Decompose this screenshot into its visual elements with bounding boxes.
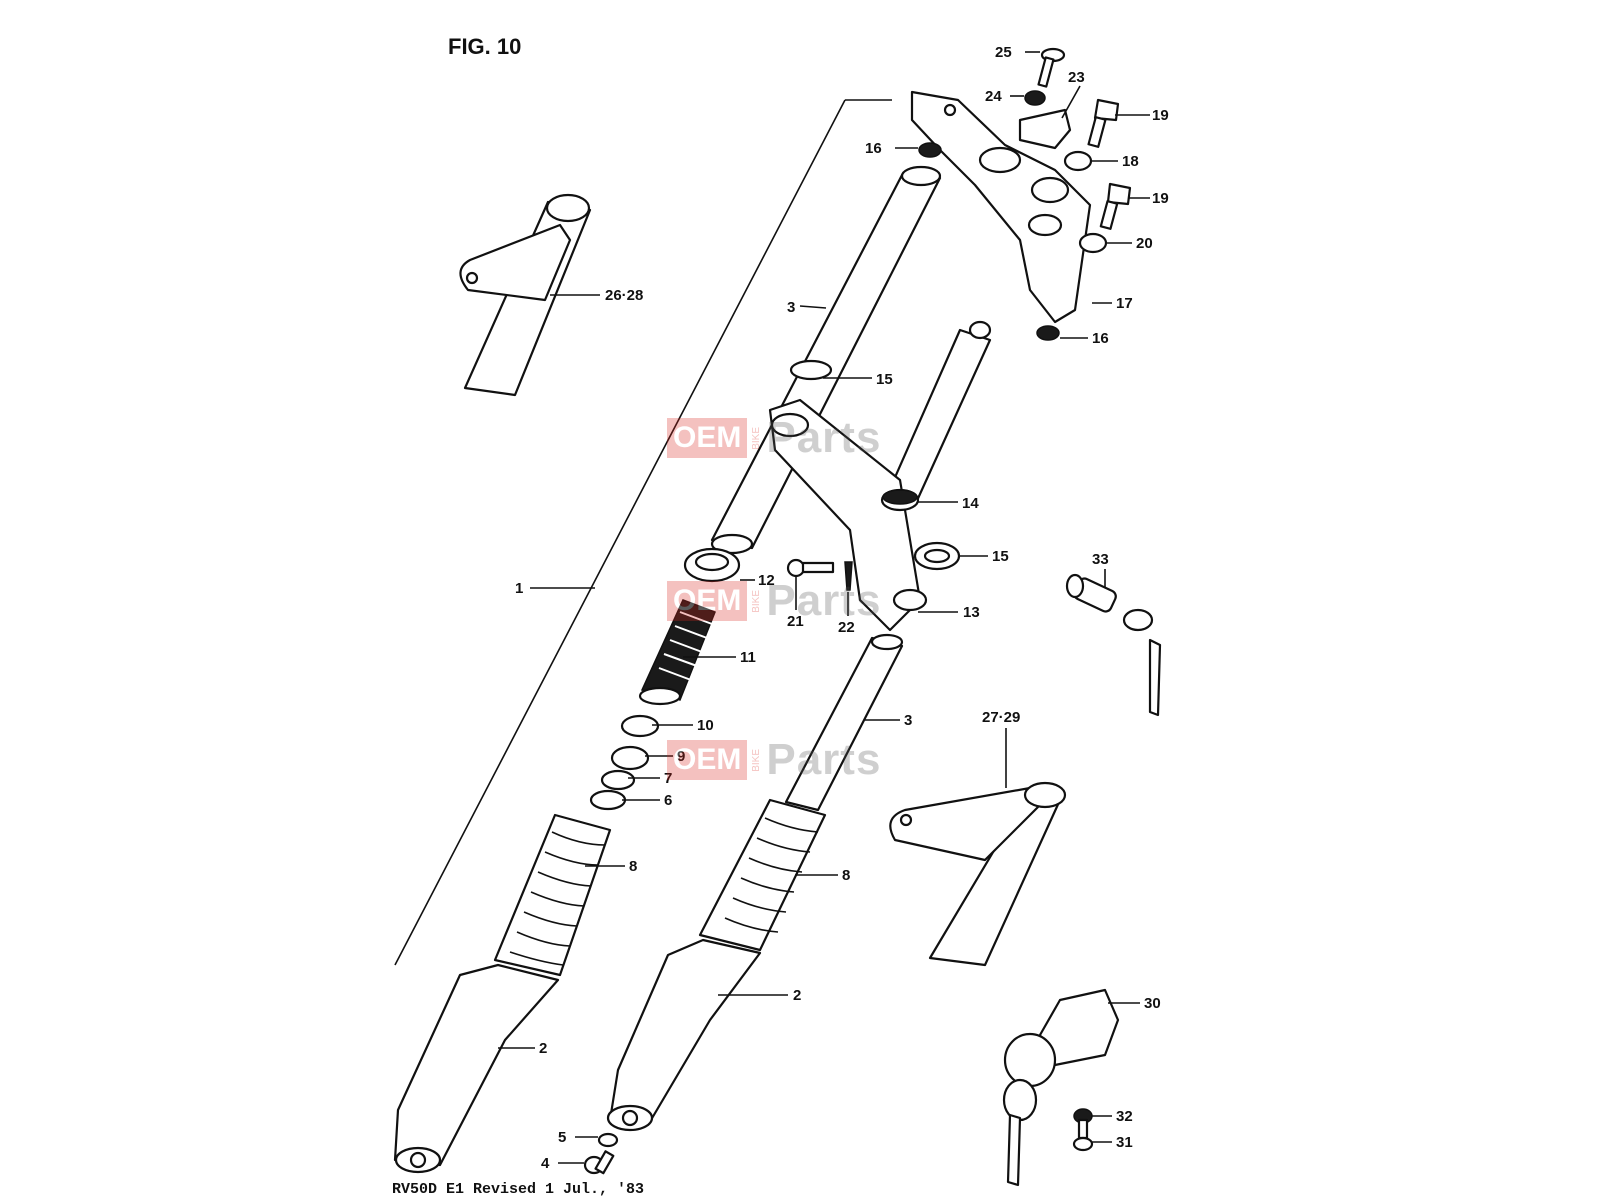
fork-spring-11 — [638, 599, 716, 706]
callout-26-28: 26·28 — [605, 287, 643, 304]
callout-31: 31 — [1116, 1134, 1133, 1151]
spring-seat-12 — [683, 547, 741, 583]
callout-30: 30 — [1144, 995, 1161, 1012]
washer-24 — [1024, 90, 1046, 106]
oil-seal-14 — [882, 489, 918, 505]
part-7 — [600, 769, 636, 791]
callout-22: 22 — [838, 619, 855, 636]
leader-lines — [498, 51, 1150, 1164]
callout-2-left: 2 — [539, 1040, 547, 1057]
callout-7: 7 — [664, 770, 672, 787]
ignition-switch-30 — [1002, 988, 1120, 1187]
callout-3-lower: 3 — [904, 712, 912, 729]
callout-4: 4 — [541, 1155, 550, 1172]
seal-15-lower — [913, 541, 961, 571]
callout-13: 13 — [963, 604, 980, 621]
headlight-bracket-right — [889, 781, 1067, 967]
ring-9 — [610, 745, 650, 771]
callout-15-lower: 15 — [992, 548, 1009, 565]
callout-20: 20 — [1136, 235, 1153, 252]
outer-tube-2-left — [393, 963, 560, 1174]
key-33 — [1065, 573, 1162, 717]
callout-19-lower: 19 — [1152, 190, 1169, 207]
callout-5: 5 — [558, 1129, 566, 1146]
washer-18 — [1063, 150, 1093, 172]
fork-boot-8-right — [698, 798, 827, 952]
callout-25: 25 — [995, 44, 1012, 61]
washer-5 — [597, 1132, 619, 1148]
bolt-19-upper — [1087, 98, 1120, 148]
figure-title: FIG. 10 — [448, 34, 521, 59]
callout-16-upper: 16 — [865, 140, 882, 157]
cap-16-lower — [1036, 325, 1060, 341]
callout-3-upper: 3 — [787, 299, 795, 316]
callout-1: 1 — [515, 580, 523, 597]
callout-6: 6 — [664, 792, 672, 809]
callout-21: 21 — [787, 613, 804, 630]
callout-24: 24 — [985, 88, 1002, 105]
bolt-4 — [583, 1150, 615, 1175]
pin-22 — [844, 561, 853, 591]
bolt-25 — [1037, 47, 1066, 88]
callout-16-lower: 16 — [1092, 330, 1109, 347]
bolt-21 — [786, 558, 835, 578]
outer-tube-2-right — [606, 938, 762, 1132]
fork-boot-8-left — [493, 813, 612, 977]
callout-10: 10 — [697, 717, 714, 734]
bolt-19-lower — [1099, 182, 1132, 230]
callout-17: 17 — [1116, 295, 1133, 312]
washer-20 — [1078, 232, 1108, 254]
callout-23: 23 — [1068, 69, 1085, 86]
callout-15-upper: 15 — [876, 371, 893, 388]
figure-footer: RV50D E1 Revised 1 Jul., '83 — [392, 1181, 644, 1198]
dust-seal-15-upper — [789, 359, 833, 381]
callout-19-upper: 19 — [1152, 107, 1169, 124]
headlight-bracket-left — [459, 193, 592, 397]
spacer-10 — [620, 714, 660, 738]
screw-31 — [1072, 1118, 1094, 1152]
callout-8-right: 8 — [842, 867, 850, 884]
callout-2-right: 2 — [793, 987, 801, 1004]
callout-27-29: 27·29 — [982, 709, 1020, 726]
callout-9: 9 — [677, 748, 685, 765]
callout-12: 12 — [758, 572, 775, 589]
callout-32: 32 — [1116, 1108, 1133, 1125]
callout-14: 14 — [962, 495, 979, 512]
assembly-1-bracket — [394, 99, 892, 966]
handlebar-holder-23 — [1018, 108, 1072, 150]
callout-18: 18 — [1122, 153, 1139, 170]
cap-16-upper — [918, 142, 942, 158]
callout-11: 11 — [740, 649, 756, 666]
part-6 — [589, 789, 627, 811]
upper-bracket — [910, 90, 1092, 324]
callout-33: 33 — [1092, 551, 1109, 568]
callout-8-left: 8 — [629, 858, 637, 875]
callout-labels: 25 24 23 19 16 18 19 20 26·28 17 3 16 15… — [515, 44, 1169, 1172]
inner-tube-lower — [784, 633, 904, 812]
